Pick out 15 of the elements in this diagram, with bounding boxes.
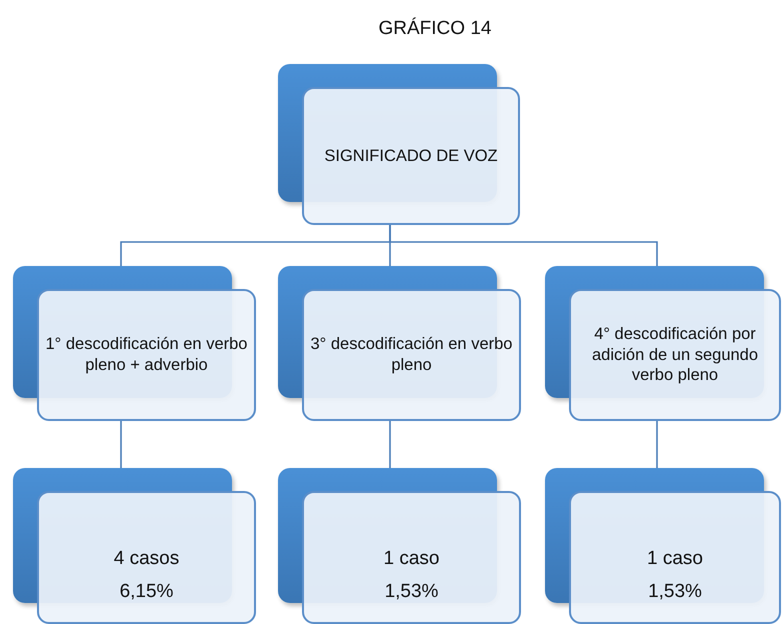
box-text: 1 caso [647,546,703,570]
box-text: 6,15% [120,580,174,604]
box-text: SIGNIFICADO DE VOZ [324,146,498,166]
connector-line [389,225,658,266]
connector-line [656,421,658,468]
box-text: 1 caso [384,546,440,570]
box-text: 1,53% [384,580,438,604]
box-text: 1,53% [648,580,702,604]
box-text: 4 casos [114,546,180,570]
box-text: 3° descodificación en verbo pleno [310,334,513,376]
connector-line [120,421,122,468]
box-text: 4° descodificación por adición de un segundo verbo pleno [590,324,760,386]
diagram-title: GRÁFICO 14 [378,18,492,40]
box-text: 1° descodificación en verbo pleno + adverbio [45,334,248,376]
connector-line [389,421,391,468]
